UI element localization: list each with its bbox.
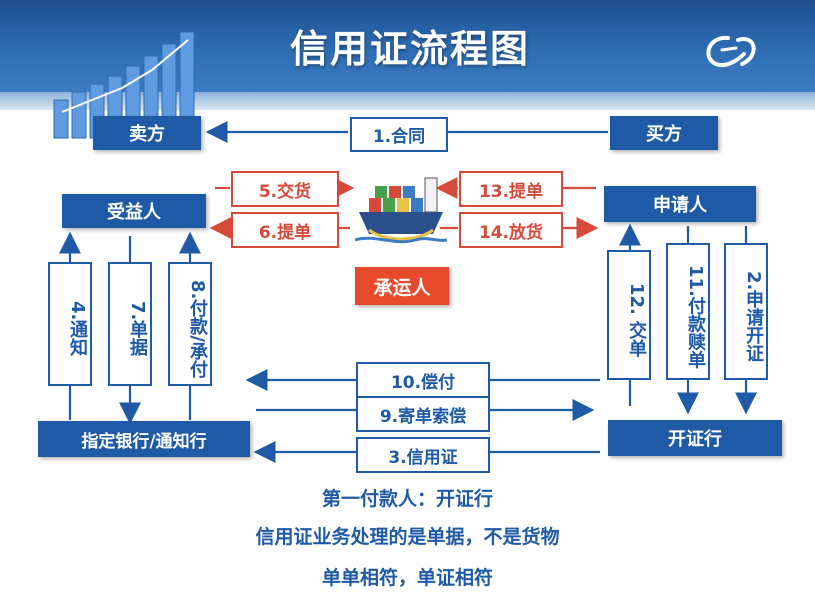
step-12-present-documents: 12. 交单 [607, 250, 651, 380]
note-documents-not-goods: 信用证业务处理的是单据，不是货物 [255, 526, 560, 548]
step-5-delivery: 5.交货 [231, 171, 339, 207]
seller-box: 卖方 [93, 116, 201, 150]
bar-chart-illustration [53, 31, 195, 139]
step-2-apply-lc: 2.申请开证 [724, 243, 768, 380]
step-14-release-goods: 14.放货 [459, 212, 563, 248]
step-1-contract: 1.合同 [350, 117, 448, 152]
step-4-notify: 4.通知 [48, 262, 92, 386]
page-title: 信用证流程图 [289, 27, 530, 71]
step-11-pay-redeem: 11.付款赎单 [666, 243, 710, 380]
note-first-payer: 第一付款人：开证行 [321, 488, 493, 510]
step-6-bill-of-lading: 6.提单 [231, 212, 339, 248]
step-7-documents: 7.单据 [108, 262, 152, 386]
applicant-box: 申请人 [604, 186, 756, 222]
step-3-letter-of-credit: 3.信用证 [356, 437, 490, 473]
carrier-box: 承运人 [355, 267, 449, 305]
header-band [0, 92, 815, 110]
step-8-payment-acceptance: 8.付款/承付 [168, 262, 212, 386]
step-10-reimbursement: 10.偿付 [356, 362, 490, 398]
ship-icon [355, 177, 447, 244]
step-13-bill-of-lading: 13.提单 [459, 171, 563, 207]
note-compliance: 单单相符，单证相符 [321, 567, 493, 589]
issuing-bank-box: 开证行 [608, 420, 782, 456]
step-9-claim: 9.寄单索偿 [356, 396, 490, 432]
buyer-box: 买方 [610, 116, 718, 150]
advising-bank-box: 指定银行/通知行 [38, 421, 250, 457]
logo-icon [706, 35, 756, 67]
beneficiary-box: 受益人 [62, 194, 206, 228]
